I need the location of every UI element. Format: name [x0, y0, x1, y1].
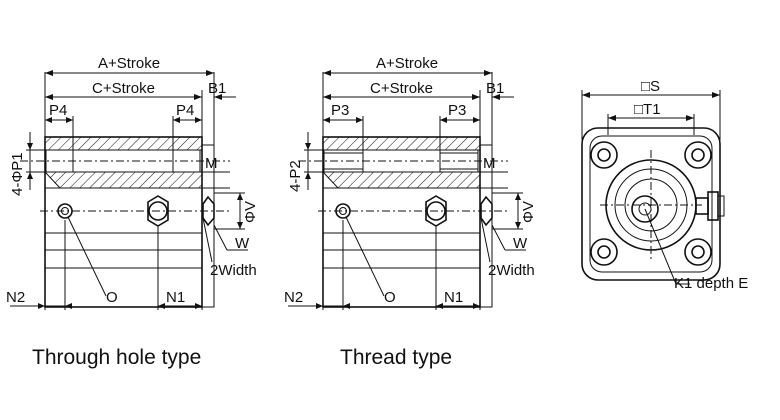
caption-thread: Thread type: [340, 346, 452, 369]
dim-o: O: [106, 289, 118, 306]
dimensions: [10, 70, 248, 310]
dim-v: ΦV: [242, 201, 259, 223]
dim-side: 4-P2: [287, 160, 304, 192]
dim-p-right: P4: [176, 102, 194, 119]
corner-hole-bottom-right: [684, 238, 712, 266]
corner-hole-bottom-left: [590, 238, 618, 266]
thread-view: A+Stroke C+Stroke B1 P3 P3 4-P2 M ΦV W 2…: [284, 55, 537, 369]
through-hole-view: A+Stroke C+Stroke B1 P4 P4 4-ΦP1 M ΦV W …: [6, 55, 259, 369]
dim-b1: B1: [208, 80, 226, 97]
dim-p-left: P3: [331, 102, 349, 119]
end-plate: [581, 127, 721, 281]
dim-o: O: [384, 289, 396, 306]
dim-c-stroke: C+Stroke: [92, 80, 155, 97]
dim-p-left: P4: [49, 102, 67, 119]
dim-n2: N2: [284, 289, 303, 306]
piston-rod: [631, 195, 659, 223]
dim-b1: B1: [486, 80, 504, 97]
dim-v: ΦV: [520, 201, 537, 223]
dim-w: W: [513, 235, 528, 252]
caption-through-hole: Through hole type: [32, 346, 201, 369]
dim-width: 2Width: [488, 262, 535, 279]
port-n1: [147, 195, 169, 227]
port-n1: [425, 195, 447, 227]
corner-hole-top-left: [590, 141, 618, 169]
dim-w: W: [235, 235, 250, 252]
dim-side: 4-ΦP1: [9, 152, 26, 196]
dim-p-right: P3: [448, 102, 466, 119]
dim-k1: K1 depth E: [674, 275, 748, 292]
dim-width: 2Width: [210, 262, 257, 279]
cylinder-body: [322, 136, 493, 308]
dim-n1: N1: [444, 289, 463, 306]
dim-t1: □T1: [634, 101, 661, 118]
dim-m: M: [205, 155, 218, 172]
end-view: □S □T1 K1 depth E: [581, 78, 748, 292]
dim-s: □S: [641, 78, 660, 95]
dimensions: [288, 70, 526, 310]
dim-c-stroke: C+Stroke: [370, 80, 433, 97]
dim-a-stroke: A+Stroke: [376, 55, 438, 72]
dim-n2: N2: [6, 289, 25, 306]
dim-a-stroke: A+Stroke: [98, 55, 160, 72]
port-fitting: [695, 191, 725, 221]
corner-hole-top-right: [684, 141, 712, 169]
hatched-section: [298, 136, 508, 189]
dim-m: M: [483, 155, 496, 172]
dim-n1: N1: [166, 289, 185, 306]
hatched-section: [20, 136, 230, 189]
port-o: [57, 203, 73, 219]
port-o: [335, 203, 351, 219]
